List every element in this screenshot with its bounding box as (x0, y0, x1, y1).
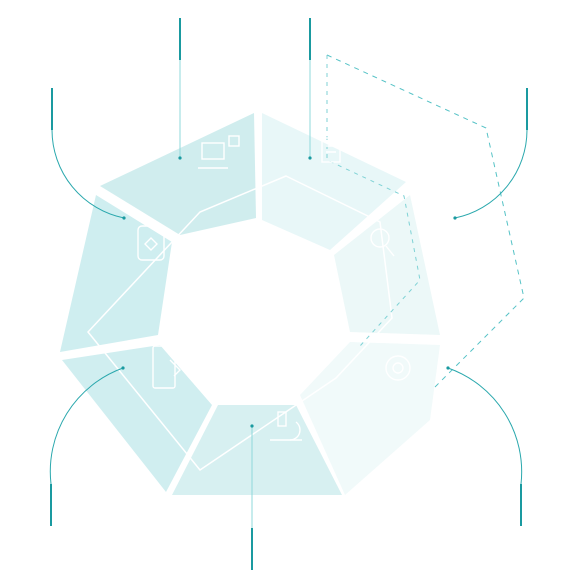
connector-top-right (308, 18, 312, 160)
dashed-guide (326, 54, 525, 391)
callout-arc-upper-right (453, 88, 528, 220)
segment-bottom-right[interactable] (300, 342, 440, 495)
laptop-icon (198, 135, 240, 169)
segment-ring (60, 113, 440, 495)
callout-arc-upper-left (51, 88, 126, 220)
search-icon (370, 228, 395, 257)
callout-arc-lower-right (446, 366, 523, 526)
connector-top-left (178, 18, 182, 160)
segment-right[interactable] (334, 195, 440, 335)
connector-bottom (250, 424, 254, 570)
callout-arc-lower-left (49, 366, 125, 526)
dashed-guide-2 (326, 55, 421, 347)
heart-shield-icon (137, 225, 165, 261)
target-icon (385, 355, 411, 381)
segment-top-right[interactable] (262, 113, 406, 250)
tablet-icon (152, 345, 181, 389)
segment-left[interactable] (60, 195, 172, 352)
document-icon (321, 137, 341, 163)
inner-outline (87, 175, 393, 472)
microscope-icon (270, 411, 302, 441)
